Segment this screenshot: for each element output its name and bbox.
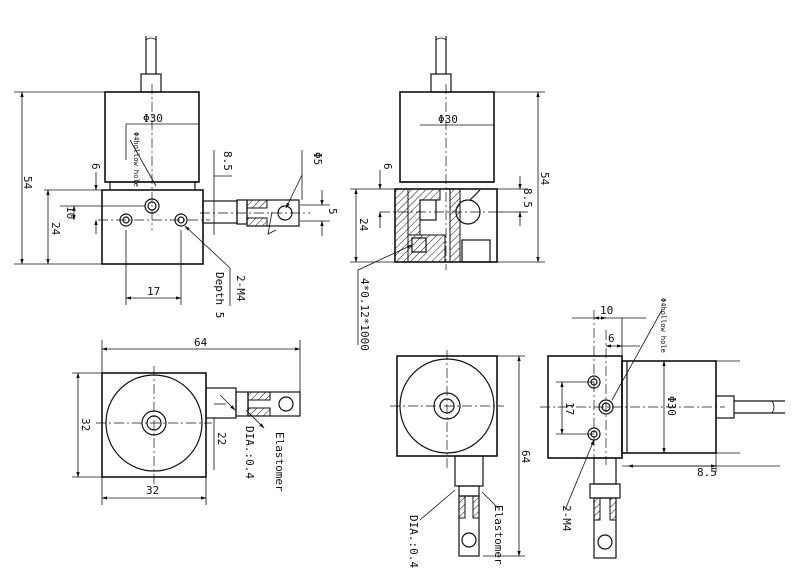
dim-phi5: Φ5 (311, 152, 324, 165)
hollow-hole-right: Φ4hollow hole (659, 298, 667, 353)
dim-8-5-left: 8.5 (221, 151, 234, 171)
dim-5: 5 (326, 208, 339, 215)
view-side-right: 10 6 17 Φ30 8.5 Φ4hollow hole 2-M4 (540, 298, 785, 559)
label-2-m4-right: 2-M4 (560, 505, 573, 532)
dim-10-right: 10 (600, 304, 613, 317)
label-2-m4-left: 2-M4 (234, 275, 247, 302)
label-elastomer-left: Elastomer (273, 432, 286, 492)
dim-8-5-right: 8.5 (521, 188, 534, 208)
label-cable: 4*0.12*1000 (358, 278, 371, 351)
view-front-left: Φ30 54 24 10 6 8.5 Φ5 5 17 Φ4hollow hole… (14, 36, 339, 318)
label-elastomer-middle: Elastomer (492, 505, 505, 565)
label-dia-middle: DIA.:0.4 (407, 515, 420, 568)
label-dia-left: DIA.:0.4 (243, 426, 256, 479)
dim-24-right: 24 (357, 218, 370, 232)
dim-64-middle: 64 (519, 450, 532, 464)
dim-32-horizontal: 32 (146, 484, 159, 497)
dim-24-left: 24 (49, 222, 62, 236)
dim-6-right: 6 (381, 163, 394, 170)
dim-6-side: 6 (608, 332, 615, 345)
dim-6-left: 6 (89, 163, 102, 170)
view-section-right: Φ30 54 24 6 8.5 4*0.12*1000 (350, 36, 551, 351)
dim-17-right: 17 (563, 402, 576, 415)
dim-54-right: 54 (538, 172, 551, 186)
dim-phi30-right: Φ30 (438, 113, 458, 126)
label-depth-5: Depth 5 (213, 272, 226, 318)
dim-54-left: 54 (21, 176, 34, 190)
dim-phi30-side: Φ30 (665, 396, 678, 416)
dim-64-left: 64 (194, 336, 208, 349)
dim-8-5-side: 8.5 (697, 466, 717, 479)
hollow-hole-left: Φ4hollow hole (132, 132, 140, 187)
dim-phi30-left: Φ30 (143, 112, 163, 125)
dim-32-vertical: 32 (79, 418, 92, 431)
view-end-left: 64 32 32 22 DIA.:0.4 Elastomer (72, 336, 301, 505)
dim-22: 22 (215, 432, 228, 445)
dim-10-left: 10 (64, 206, 77, 219)
view-top-middle: 64 DIA.:0.4 Elastomer (390, 350, 532, 568)
dim-17-left: 17 (147, 285, 160, 298)
